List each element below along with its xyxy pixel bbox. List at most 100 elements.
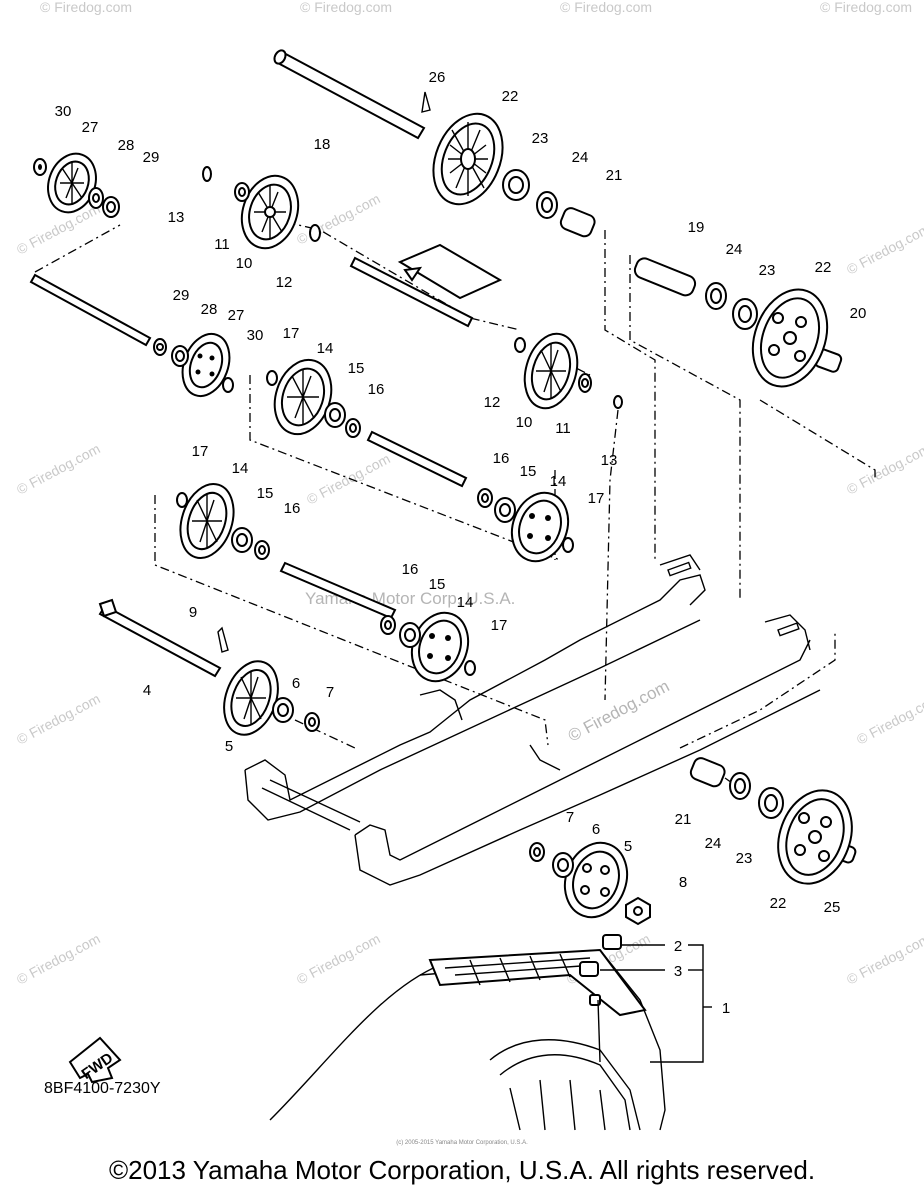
wheel-10-top <box>240 174 300 250</box>
callout-number: 13 <box>601 452 618 469</box>
callout-number: 6 <box>292 675 300 692</box>
callout-number: 15 <box>257 485 274 502</box>
wheel-5-left <box>223 660 279 736</box>
callout-number: 6 <box>592 821 600 838</box>
callout-number: 13 <box>168 209 185 226</box>
callout-number: 15 <box>520 463 537 480</box>
callout-number: 17 <box>491 617 508 634</box>
callout-number: 22 <box>815 259 832 276</box>
callout-number: 12 <box>484 394 501 411</box>
callout-number: 29 <box>173 287 190 304</box>
callout-number: 16 <box>493 450 510 467</box>
watermark: © Firedog.com <box>40 0 132 15</box>
wheel-14-b <box>179 483 235 559</box>
wheel-14-a <box>273 358 333 436</box>
watermark: © Firedog.com <box>844 440 924 497</box>
callout-number: 16 <box>402 561 419 578</box>
watermark: © Firedog.com <box>14 930 103 987</box>
callout-number: 16 <box>284 500 301 517</box>
callout-number: 4 <box>143 682 151 699</box>
callout-number: 18 <box>314 136 331 153</box>
shafts <box>29 49 857 926</box>
callout-number: 15 <box>348 360 365 377</box>
watermark: © Firedog.com <box>844 220 924 277</box>
callout-number: 11 <box>214 236 230 253</box>
callout-number: 30 <box>247 327 264 344</box>
watermark: © Firedog.com <box>560 0 652 15</box>
callout-number: 22 <box>502 88 519 105</box>
copyright-notice: ©2013 Yamaha Motor Corporation, U.S.A. A… <box>108 1155 816 1185</box>
slide-rail-frame <box>244 554 821 886</box>
wheel-5-right <box>563 841 629 919</box>
wheel-22-lower <box>777 789 853 885</box>
wheel-27-top <box>47 152 97 214</box>
watermark: © Firedog.com <box>300 0 392 15</box>
callout-number: 17 <box>283 325 300 342</box>
wheel-22-right <box>751 288 829 388</box>
center-firedog-watermark: © Firedog.com <box>565 676 673 745</box>
callout-number: 24 <box>705 835 722 852</box>
wheel-10-mid <box>523 332 579 410</box>
callout-number: 15 <box>429 576 446 593</box>
callout-number: 14 <box>317 340 334 357</box>
callout-number: 14 <box>550 473 567 490</box>
callout-number: 5 <box>225 738 233 755</box>
small-parts <box>33 158 784 878</box>
callout-number: 21 <box>606 167 623 184</box>
callout-number: 11 <box>555 420 571 437</box>
callout-number: 16 <box>368 381 385 398</box>
callout-number: 22 <box>770 895 787 912</box>
callout-number: 9 <box>189 604 197 621</box>
watermark: © Firedog.com <box>14 440 103 497</box>
callout-number: 5 <box>624 838 632 855</box>
callout-number: 20 <box>850 305 867 322</box>
callout-number: 27 <box>228 307 245 324</box>
watermark: © Firedog.com <box>304 450 393 507</box>
watermark: © Firedog.com <box>294 930 383 987</box>
callout-number: 17 <box>192 443 209 460</box>
wheel-22-top <box>432 112 504 206</box>
fwd-arrow: FWD <box>68 1036 122 1084</box>
callout-number: 3 <box>674 963 682 980</box>
callout-number: 8 <box>679 874 687 891</box>
callout-number: 29 <box>143 149 160 166</box>
callout-number: 19 <box>688 219 705 236</box>
callout-number: 7 <box>566 809 574 826</box>
watermark: © Firedog.com <box>854 690 924 747</box>
callout-number: 2 <box>674 938 682 955</box>
wheel-27-mid <box>181 333 231 397</box>
wheel-14-c <box>510 491 570 563</box>
callout-number: 26 <box>429 69 446 86</box>
callout-number: 24 <box>572 149 589 166</box>
callout-number: 14 <box>232 460 249 477</box>
callout-number: 27 <box>82 119 99 136</box>
callout-number: 28 <box>118 137 135 154</box>
callout-numbers: 30 27 28 29 26 22 18 23 24 21 13 11 10 1… <box>55 69 867 1017</box>
callout-number: 28 <box>201 301 218 318</box>
callout-number: 7 <box>326 684 334 701</box>
callout-number: 23 <box>759 262 776 279</box>
callout-number: 12 <box>276 274 293 291</box>
watermark: © Firedog.com <box>14 690 103 747</box>
callout-number: 21 <box>675 811 692 828</box>
callout-number: 10 <box>236 255 253 272</box>
watermark: © Firedog.com <box>844 930 924 987</box>
wheels <box>47 112 853 919</box>
callout-number: 10 <box>516 414 533 431</box>
tiny-print: (c) 2005-2015 Yamaha Motor Corporation, … <box>396 1140 528 1146</box>
callout-number: 23 <box>532 130 549 147</box>
callout-number: 23 <box>736 850 753 867</box>
callout-number: 14 <box>457 594 474 611</box>
diagram-code: 8BF4100-7230Y <box>44 1080 161 1097</box>
callout-number: 30 <box>55 103 72 120</box>
wheel-14-d <box>410 611 470 683</box>
watermark: © Firedog.com <box>820 0 912 15</box>
callout-number: 1 <box>722 1000 730 1017</box>
callout-number: 24 <box>726 241 743 258</box>
callout-leaders <box>597 944 712 1063</box>
callout-number: 25 <box>824 899 841 916</box>
watermark: © Firedog.com <box>294 190 383 247</box>
callout-number: 17 <box>588 490 605 507</box>
track-assembly <box>269 934 666 1131</box>
